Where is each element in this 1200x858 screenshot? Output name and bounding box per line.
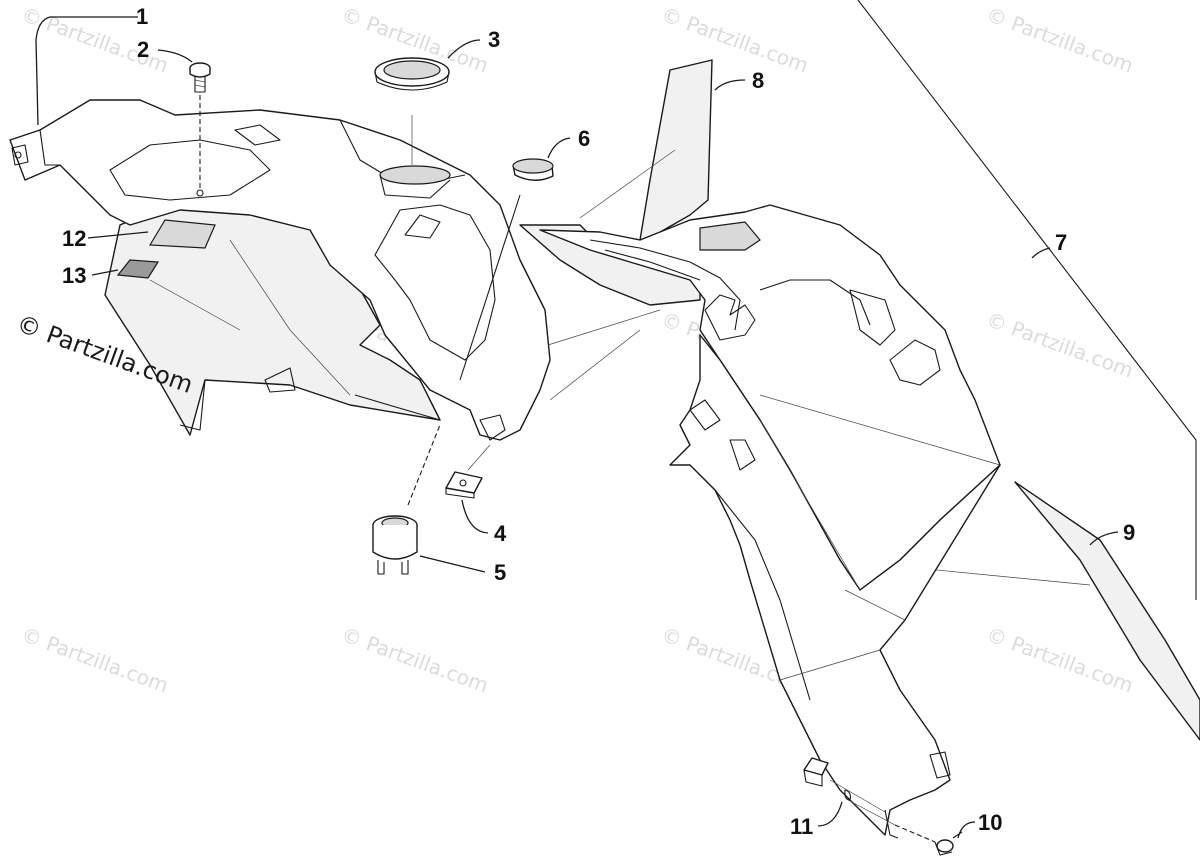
part-11-clip [803, 757, 896, 826]
watermark: © Partzilla.com [983, 2, 1136, 77]
part-13-decal [116, 259, 160, 279]
callout-13: 13 [62, 263, 86, 288]
part-4-clip [445, 444, 491, 499]
part-3-ring [374, 57, 450, 165]
callout-leaders [35, 16, 1119, 839]
callout-4: 4 [494, 521, 507, 546]
watermark: © Partzilla.com [338, 622, 491, 697]
callout-6: 6 [578, 126, 590, 151]
callout-5: 5 [494, 560, 506, 585]
part-7-windshield-edge [857, 0, 1197, 600]
callout-9: 9 [1123, 520, 1135, 545]
callout-1: 1 [136, 4, 148, 29]
watermark: © Partzilla.com [983, 307, 1136, 382]
watermark: © Partzilla.com [18, 622, 171, 697]
part-6-grommet [459, 158, 554, 381]
callout-8: 8 [752, 68, 764, 93]
watermark: © Partzilla.com [983, 622, 1136, 697]
callout-10: 10 [978, 810, 1002, 835]
part-5-switch [372, 424, 441, 575]
callout-12: 12 [62, 226, 86, 251]
callout-2: 2 [137, 37, 149, 62]
callout-11: 11 [790, 814, 813, 839]
part-1-hood-panel [9, 99, 551, 441]
part-2-screw [189, 62, 211, 190]
callout-3: 3 [488, 27, 500, 52]
callout-labels: 1 2 3 4 5 6 7 8 9 10 11 12 13 [62, 4, 1135, 839]
callout-7: 7 [1055, 230, 1067, 255]
right-side-cowl [539, 204, 1001, 839]
part-12-decal [148, 219, 216, 249]
watermark: © Partzilla.com [658, 2, 811, 77]
part-10-fastener [894, 824, 963, 856]
